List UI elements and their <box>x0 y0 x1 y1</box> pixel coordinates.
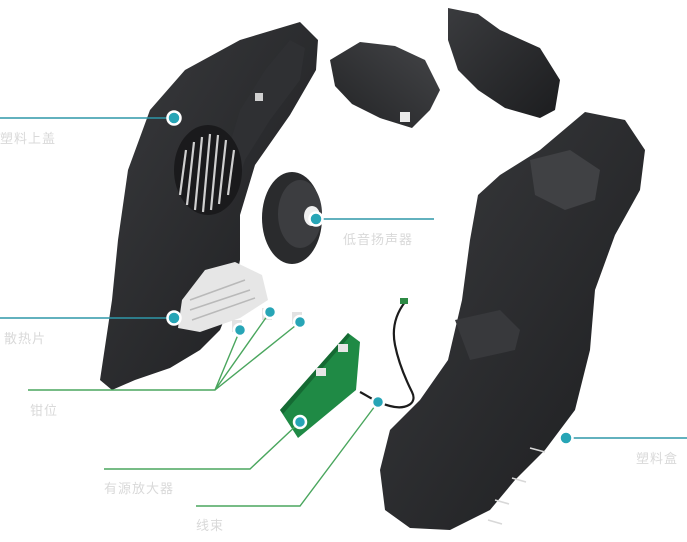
label-plastic-box: 塑料盒 <box>636 452 679 467</box>
plastic-top-cover-part <box>100 22 318 390</box>
marker-clamp-3 <box>292 314 308 330</box>
active-amplifier-part <box>280 333 360 438</box>
leader-lines <box>0 117 687 507</box>
label-plastic-cover: 塑料上盖 <box>0 132 57 147</box>
label-amplifier: 有源放大器 <box>104 482 175 497</box>
marker-wire <box>370 394 386 410</box>
leader-line-clamp <box>28 311 301 391</box>
upper-brackets-part <box>330 8 560 128</box>
leader-line-wire <box>196 401 379 507</box>
label-clamp: 钳位 <box>30 404 59 419</box>
marker-dots <box>166 110 574 446</box>
plastic-box-part <box>380 112 645 530</box>
label-wire-harness: 线束 <box>196 519 225 534</box>
marker-amplifier <box>292 414 308 430</box>
label-subwoofer: 低音扬声器 <box>343 233 414 248</box>
wire-harness-part <box>359 298 415 409</box>
subwoofer-part <box>262 172 322 264</box>
marker-clamp-2 <box>262 304 278 320</box>
marker-subwoofer <box>308 211 324 227</box>
marker-box <box>558 430 574 446</box>
leader-line-amplifier <box>104 421 301 470</box>
marker-cover <box>166 110 182 126</box>
marker-clamp-1 <box>232 322 248 338</box>
label-heatsink: 散热片 <box>4 332 47 347</box>
marker-heatsink <box>166 310 182 326</box>
